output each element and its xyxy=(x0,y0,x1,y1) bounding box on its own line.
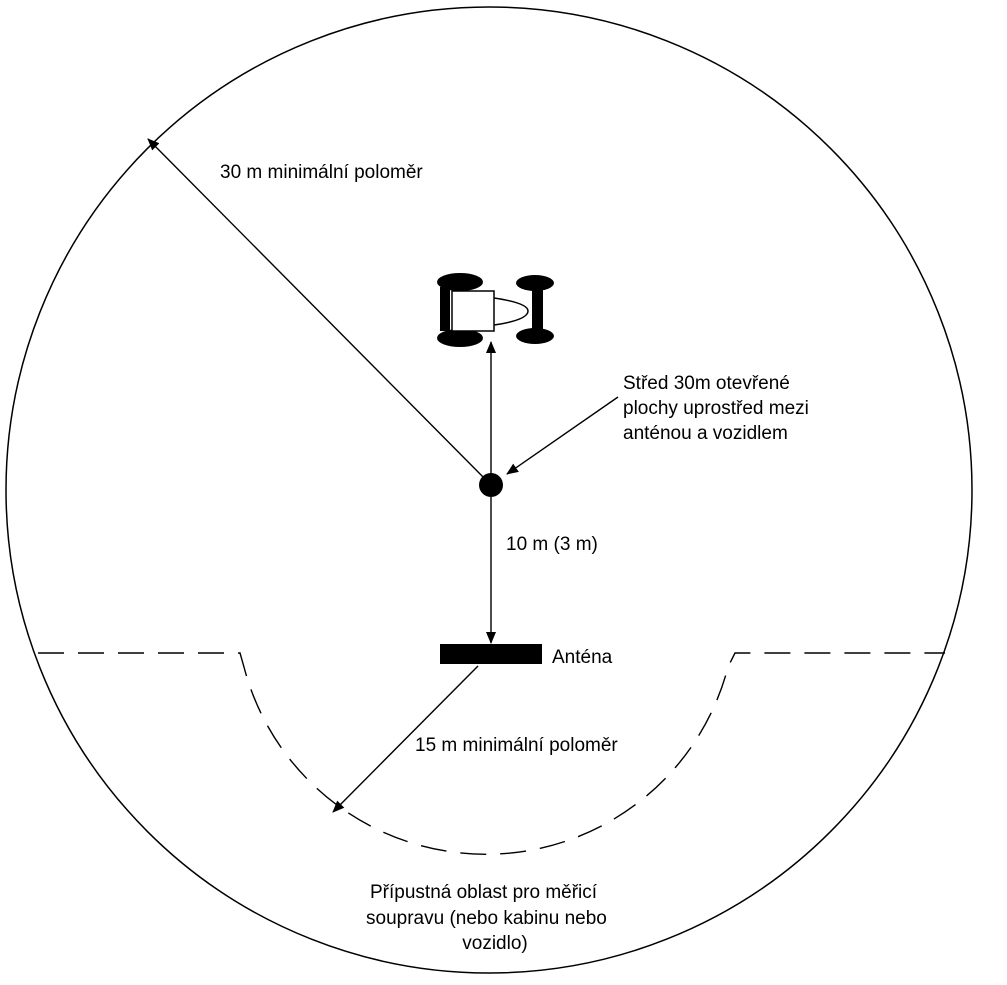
outer-boundary-circle xyxy=(5,6,973,974)
center-label-pointer xyxy=(506,396,619,475)
distance-label: 10 m (3 m) xyxy=(506,534,598,555)
radius-30-label: 30 m minimální poloměr xyxy=(220,162,423,183)
radius-15-arrow xyxy=(332,665,479,813)
antenna-bar xyxy=(440,644,542,664)
radius-30-arrow xyxy=(147,138,491,485)
vehicle-icon xyxy=(437,273,554,347)
permissible-area-boundary xyxy=(38,652,945,855)
center-label-line-1: Střed 30m otevřené xyxy=(623,373,790,394)
permissible-area-label-line-2: soupravu (nebo kabinu nebo xyxy=(366,908,607,929)
antenna-label: Anténa xyxy=(552,647,613,668)
permissible-area-label-line-3: vozidlo) xyxy=(462,933,527,954)
center-label-line-3: anténou a vozidlem xyxy=(623,423,788,444)
radius-15-label: 15 m minimální poloměr xyxy=(415,735,618,756)
permissible-area-label-line-1: Přípustná oblast pro měřicí xyxy=(370,882,598,903)
center-point xyxy=(479,473,503,497)
center-label-line-2: plochy uprostřed mezi xyxy=(623,398,809,419)
